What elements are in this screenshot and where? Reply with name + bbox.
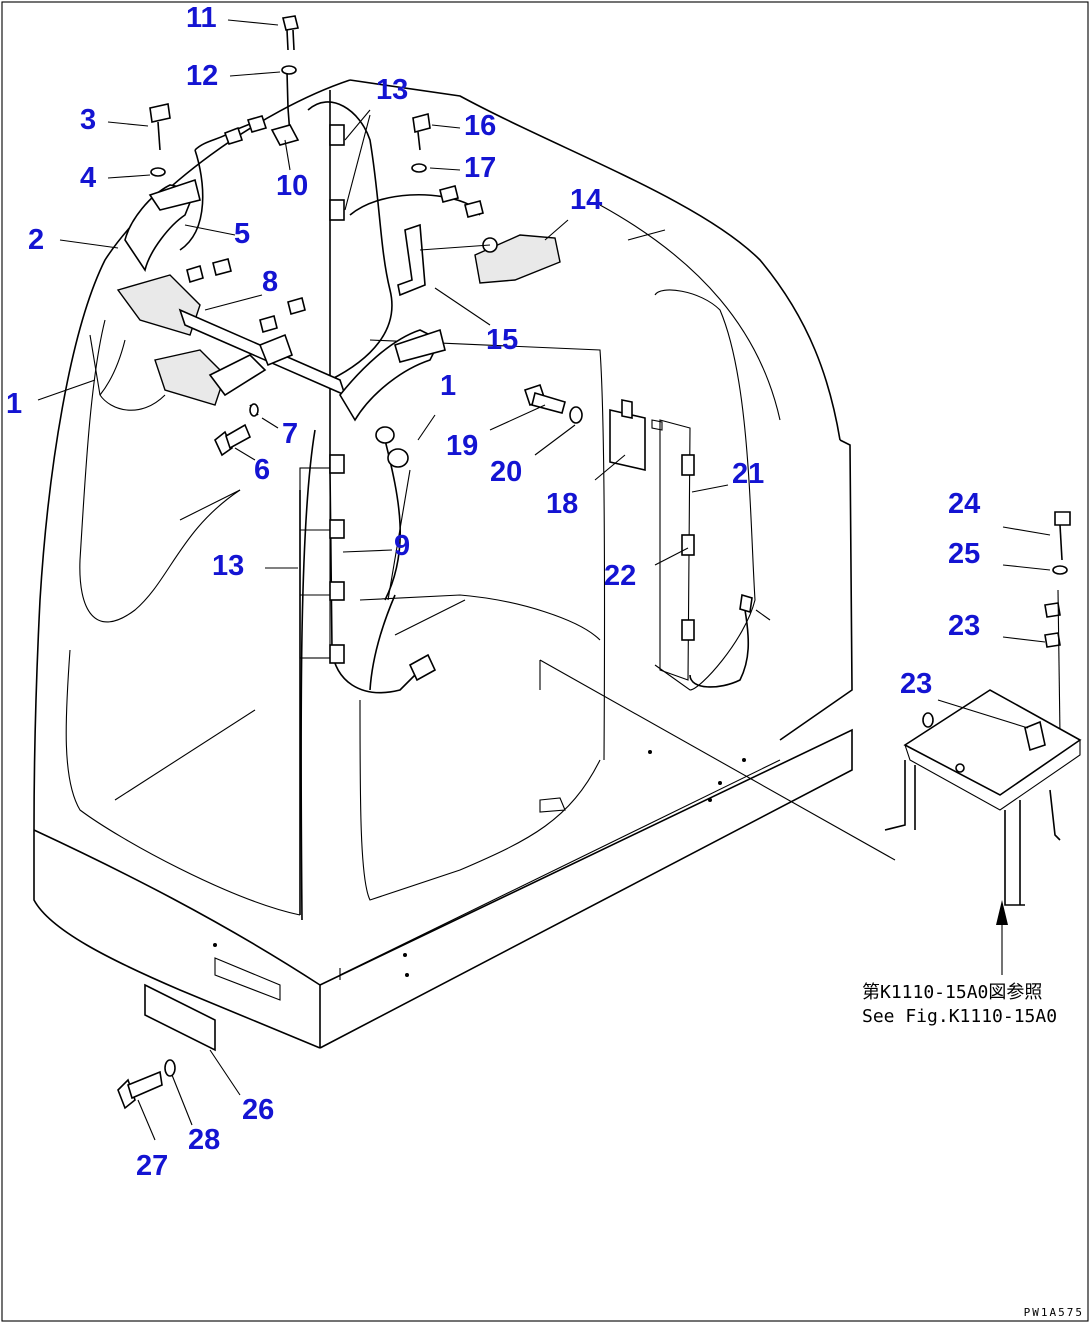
reference-note-english: See Fig.K1110-15A0: [862, 1006, 1058, 1027]
left-lamp-assembly: [89, 103, 347, 457]
callout-14: 14: [570, 184, 603, 216]
callout-15: 15: [486, 324, 519, 356]
callout-24: 24: [948, 488, 981, 520]
callout-1-right: 1: [440, 370, 457, 402]
callout-28: 28: [188, 1124, 221, 1156]
callout-26: 26: [242, 1094, 275, 1126]
side-harness: [659, 419, 771, 688]
callout-21: 21: [732, 458, 765, 490]
callout-9: 9: [394, 530, 411, 562]
callout-16: 16: [464, 110, 497, 142]
leader-lines: [37, 19, 1051, 1141]
right-lamp-assembly: [339, 112, 561, 468]
hinge-bracket: [523, 383, 663, 472]
callout-1-left: 1: [6, 388, 23, 420]
bolt-and-washer: [117, 1059, 176, 1110]
callout-7: 7: [282, 418, 299, 450]
callout-23-upper: 23: [948, 610, 981, 642]
callout-11: 11: [186, 2, 217, 34]
controller-bracket: [884, 511, 1082, 975]
callout-4: 4: [80, 162, 97, 194]
callout-25: 25: [948, 538, 981, 570]
callout-5: 5: [234, 218, 251, 250]
callout-23-lower: 23: [900, 668, 933, 700]
cover-plate: [144, 943, 281, 1052]
callout-17: 17: [464, 152, 497, 184]
wiring-harness: [179, 71, 481, 694]
callout-27: 27: [136, 1150, 169, 1182]
callout-13-lower: 13: [212, 550, 245, 582]
drawing-code: PW1A575: [1023, 1306, 1084, 1319]
top-fasteners: [223, 15, 300, 146]
callout-19: 19: [446, 430, 479, 462]
callout-2: 2: [28, 224, 45, 256]
callout-6: 6: [254, 454, 271, 486]
callout-10: 10: [276, 170, 309, 202]
callout-13-upper: 13: [376, 74, 409, 106]
callout-20: 20: [490, 456, 523, 488]
callout-22: 22: [604, 560, 637, 592]
callout-3: 3: [80, 104, 97, 136]
cab-body: [33, 79, 896, 1049]
callout-8: 8: [262, 266, 279, 298]
callout-12: 12: [186, 60, 219, 92]
reference-note-japanese: 第K1110-15A0図参照: [862, 982, 1043, 1003]
callout-18: 18: [546, 488, 579, 520]
